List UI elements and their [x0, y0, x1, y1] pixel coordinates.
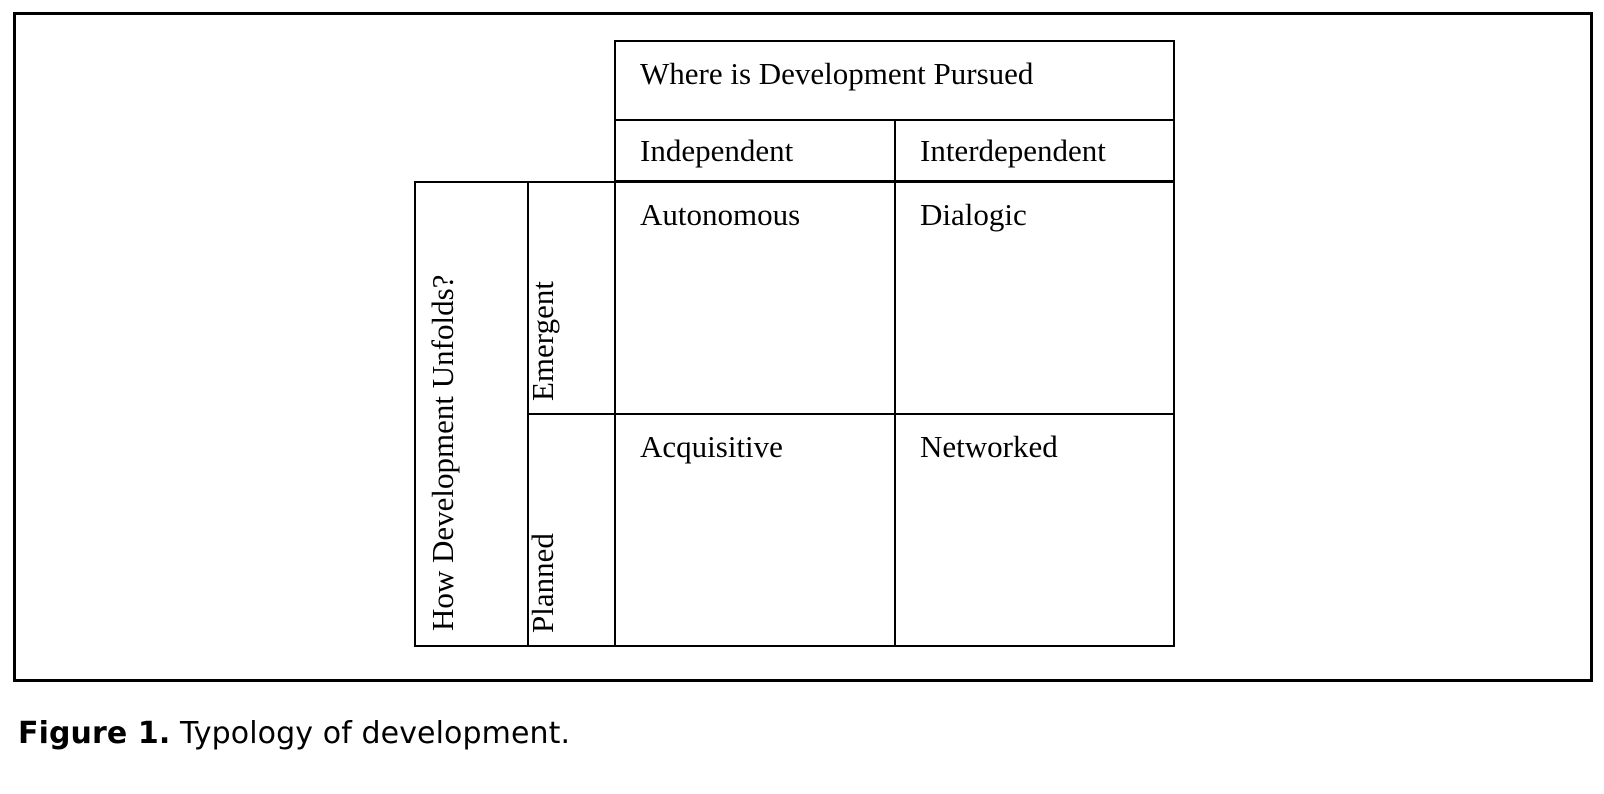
column-header-independent-label: Independent — [640, 133, 794, 168]
cell-planned-interdependent: Networked — [894, 413, 1175, 647]
figure-frame: Where is Development Pursued Independent… — [13, 12, 1593, 682]
row-header-planned: Planned — [524, 413, 616, 647]
column-group-header-label: Where is Development Pursued — [640, 56, 1034, 91]
column-group-header: Where is Development Pursued — [614, 40, 1175, 121]
figure-caption-text: Typology of development. — [180, 716, 571, 751]
column-header-interdependent: Interdependent — [894, 119, 1175, 182]
cell-emergent-interdependent: Dialogic — [894, 181, 1175, 415]
cell-emergent-interdependent-label: Dialogic — [920, 197, 1027, 232]
cell-planned-independent-label: Acquisitive — [640, 429, 783, 464]
cell-emergent-independent: Autonomous — [614, 181, 896, 415]
cell-planned-independent: Acquisitive — [614, 413, 896, 647]
column-header-interdependent-label: Interdependent — [920, 133, 1106, 168]
row-header-emergent-label: Emergent — [524, 281, 560, 401]
column-header-independent: Independent — [614, 119, 896, 182]
typology-matrix: Where is Development Pursued Independent… — [414, 40, 1175, 647]
row-group-header-label: How Development Unfolds? — [424, 274, 460, 631]
row-header-emergent: Emergent — [524, 181, 616, 415]
cell-emergent-independent-label: Autonomous — [640, 197, 801, 232]
figure-caption-label: Figure 1. — [18, 716, 171, 751]
cell-planned-interdependent-label: Networked — [920, 429, 1058, 464]
row-header-planned-label: Planned — [524, 533, 560, 633]
figure-caption: Figure 1. Typology of development. — [18, 716, 570, 751]
row-group-header: How Development Unfolds? — [414, 181, 529, 647]
